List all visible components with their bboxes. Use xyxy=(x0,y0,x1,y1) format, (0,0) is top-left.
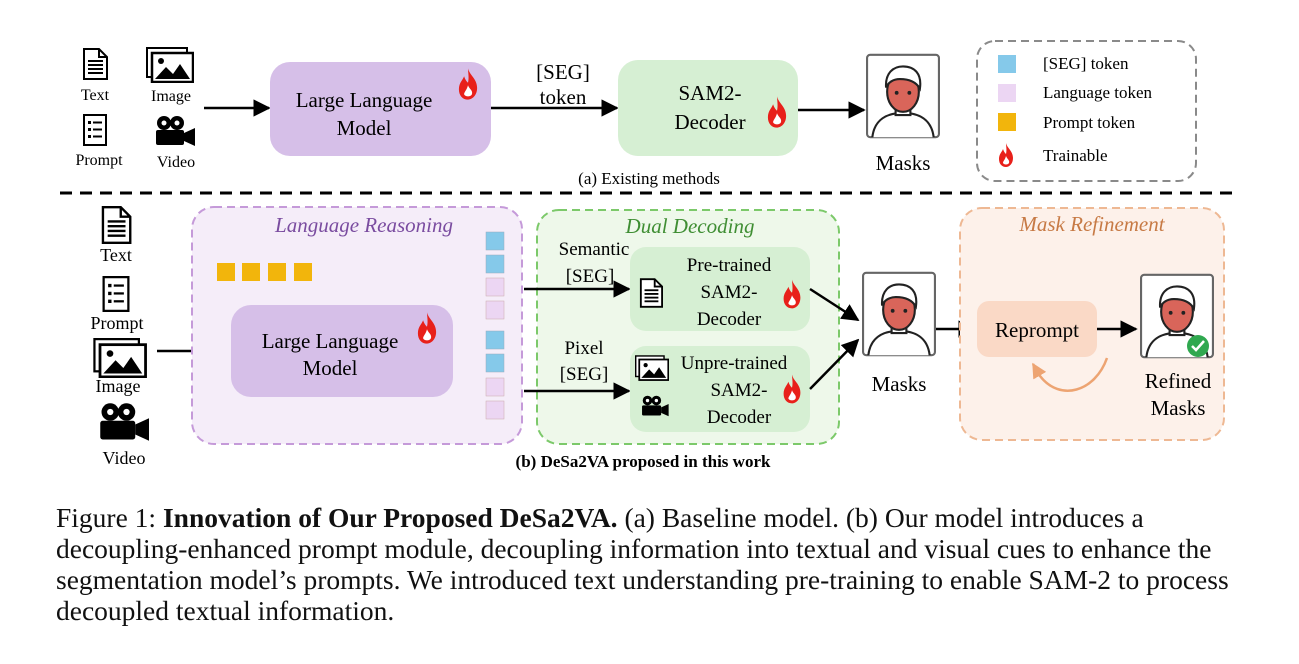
legend-trainable-label: Trainable xyxy=(1043,146,1108,165)
seg-token xyxy=(485,330,505,350)
unpretrained-decoder-line3: Decoder xyxy=(707,407,772,428)
bottom-text-label: Text xyxy=(100,245,132,265)
refined-masks-line1: Refined xyxy=(1145,369,1212,393)
pretrained-decoder-line2: SAM2- xyxy=(700,282,757,303)
prompt-token xyxy=(294,263,312,281)
diagram-canvas: Text Image Prompt Video Large Language M… xyxy=(60,40,1240,471)
language-reasoning-title: Language Reasoning xyxy=(274,213,453,237)
semantic-seg-label-line1: Semantic xyxy=(559,239,630,260)
legend-language-token-label: Language token xyxy=(1043,83,1153,102)
legend-seg-token-label: [SEG] token xyxy=(1043,54,1129,73)
top-masks-face-icon xyxy=(866,53,940,139)
language-token xyxy=(485,377,505,397)
check-badge-icon xyxy=(1187,335,1209,357)
dual-decoding-title: Dual Decoding xyxy=(625,214,755,238)
figure-caption-title: Innovation of Our Proposed DeSa2VA. xyxy=(162,502,618,533)
figure-diagram: Text Image Prompt Video Large Language M… xyxy=(60,40,1240,471)
legend-prompt-token-swatch xyxy=(998,113,1016,131)
language-token xyxy=(485,277,505,297)
pretrained-to-masks-arrow xyxy=(809,287,860,322)
bottom-llm-line2: Model xyxy=(303,356,358,380)
legend-prompt-token-label: Prompt token xyxy=(1043,113,1136,132)
text-doc-icon xyxy=(83,48,108,80)
mask-refinement-title: Mask Refinement xyxy=(1018,212,1165,236)
bottom-masks-label: Masks xyxy=(872,372,927,396)
unpretrained-image-icon xyxy=(635,355,669,381)
pretrained-decoder-line3: Decoder xyxy=(697,309,762,330)
language-token xyxy=(485,300,505,320)
reprompt-loop-arrow xyxy=(1031,357,1109,392)
top-llm-line2: Model xyxy=(337,116,392,140)
bottom-llm-box xyxy=(231,305,453,397)
output-token-column xyxy=(485,231,505,420)
top-masks-label: Masks xyxy=(876,151,931,175)
prompt-token xyxy=(268,263,286,281)
reprompt-box xyxy=(977,301,1097,357)
bottom-prompt-list-icon xyxy=(102,276,130,312)
legend-box xyxy=(976,40,1197,182)
prompt-list-icon xyxy=(83,114,107,146)
top-caption: (a) Existing methods xyxy=(578,169,720,188)
top-text-label: Text xyxy=(81,87,110,104)
top-llm-line1: Large Language xyxy=(296,88,433,112)
top-decoder-line2: Decoder xyxy=(674,110,745,134)
unpretrained-to-masks-arrow xyxy=(809,338,860,390)
prompt-token xyxy=(217,263,235,281)
bottom-prompt-label: Prompt xyxy=(90,313,143,333)
top-llm-box xyxy=(270,62,491,156)
bottom-image-label: Image xyxy=(96,376,141,396)
top-decoder-box xyxy=(618,60,798,156)
pixel-seg-label-line1: Pixel xyxy=(564,338,603,359)
bottom-llm-line1: Large Language xyxy=(262,329,399,353)
unpretrained-decoder-box xyxy=(630,346,810,432)
bottom-video-label: Video xyxy=(103,448,146,468)
prompt-token xyxy=(242,263,260,281)
top-seg-label-line2: token xyxy=(540,85,587,109)
image-icon xyxy=(146,47,194,83)
top-seg-label-line1: [SEG] xyxy=(536,60,590,84)
semantic-seg-label-line2: [SEG] xyxy=(566,266,615,287)
figure-caption-prefix: Figure 1: xyxy=(56,502,163,533)
unpretrained-decoder-line1: Unpre-trained xyxy=(681,353,788,374)
legend-language-token-swatch xyxy=(998,84,1016,102)
bottom-masks-face-icon xyxy=(862,271,936,357)
figure-caption-body: (a) Baseline model. (b) Our model introd… xyxy=(56,502,1229,626)
bottom-caption: (b) DeSa2VA proposed in this work xyxy=(516,452,771,471)
bottom-text-doc-icon xyxy=(101,206,132,244)
pretrained-decoder-box xyxy=(630,247,810,331)
reprompt-label: Reprompt xyxy=(995,318,1079,342)
prompt-token-row xyxy=(217,263,312,281)
top-decoder-line1: SAM2- xyxy=(678,81,741,105)
legend-seg-token-swatch xyxy=(998,55,1016,73)
video-camera-icon xyxy=(156,116,195,146)
pretrained-text-doc-icon xyxy=(639,278,663,308)
bottom-image-icon xyxy=(92,338,148,378)
pretrained-decoder-line1: Pre-trained xyxy=(687,255,772,276)
top-video-label: Video xyxy=(157,154,195,171)
top-prompt-label: Prompt xyxy=(75,152,123,169)
figure-caption: Figure 1: Innovation of Our Proposed DeS… xyxy=(56,502,1246,626)
pixel-seg-label-line2: [SEG] xyxy=(560,364,609,385)
seg-token xyxy=(485,254,505,274)
unpretrained-decoder-line2: SAM2- xyxy=(710,380,767,401)
bottom-video-camera-icon xyxy=(100,403,149,441)
seg-token xyxy=(485,353,505,373)
seg-token xyxy=(485,231,505,251)
language-token xyxy=(485,400,505,420)
top-image-label: Image xyxy=(151,88,191,105)
refined-masks-line2: Masks xyxy=(1151,396,1206,420)
